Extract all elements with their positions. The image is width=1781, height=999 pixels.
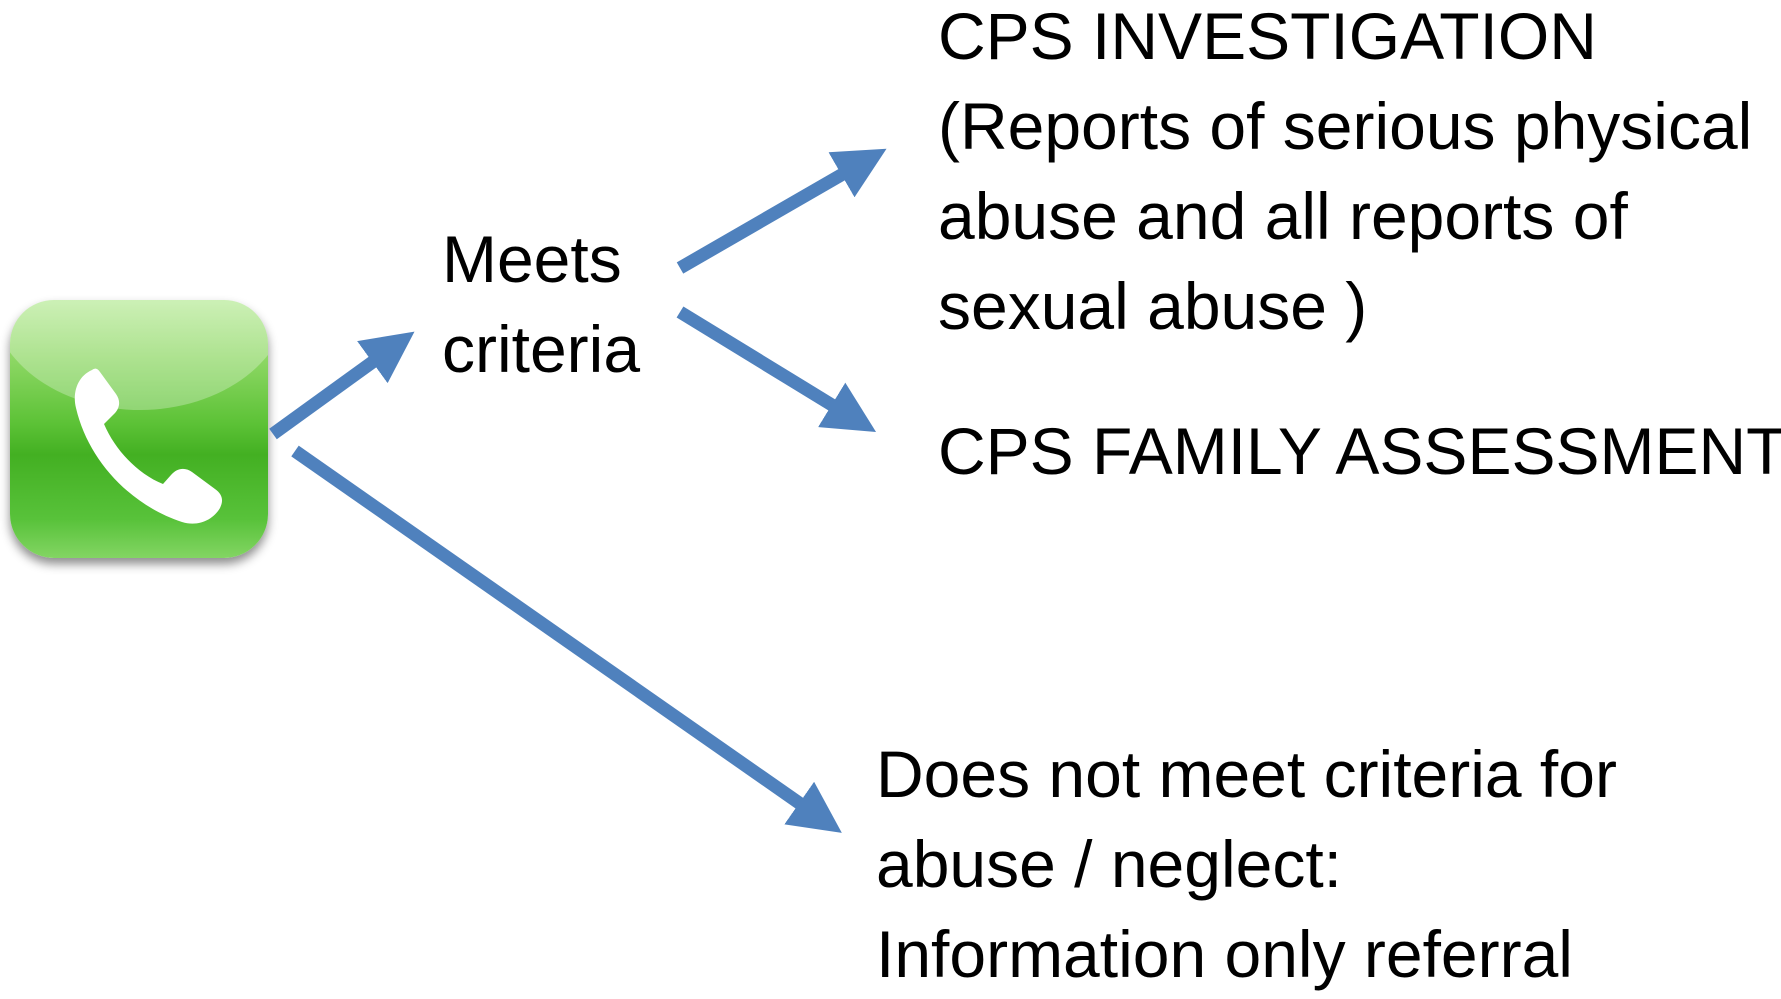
- investigation-line-3: abuse and all reports of: [938, 179, 1628, 253]
- information-only-referral-label: Does not meet criteria for abuse / negle…: [876, 729, 1617, 999]
- arrow-to-family-assessment: [676, 306, 877, 433]
- meets-criteria-line-2: criteria: [442, 312, 641, 386]
- arrow-to-information-referral: [291, 445, 842, 833]
- cps-family-assessment-label: CPS FAMILY ASSESSMENT: [938, 414, 1781, 488]
- not-meet-line-3: Information only referral: [876, 917, 1573, 991]
- meets-criteria-label: Meets criteria: [442, 214, 640, 394]
- investigation-line-4: sexual abuse ): [938, 269, 1368, 343]
- cps-investigation-label: CPS INVESTIGATION (Reports of serious ph…: [938, 0, 1752, 351]
- investigation-line-2: (Reports of serious physical: [938, 89, 1753, 163]
- not-meet-line-2: abuse / neglect:: [876, 827, 1342, 901]
- meets-criteria-line-1: Meets: [442, 222, 622, 296]
- phone-icon: [10, 300, 268, 558]
- not-meet-line-1: Does not meet criteria for: [876, 737, 1617, 811]
- investigation-title: CPS INVESTIGATION: [938, 0, 1597, 73]
- arrow-to-meets-criteria: [269, 331, 415, 440]
- arrow-to-investigation: [676, 148, 887, 274]
